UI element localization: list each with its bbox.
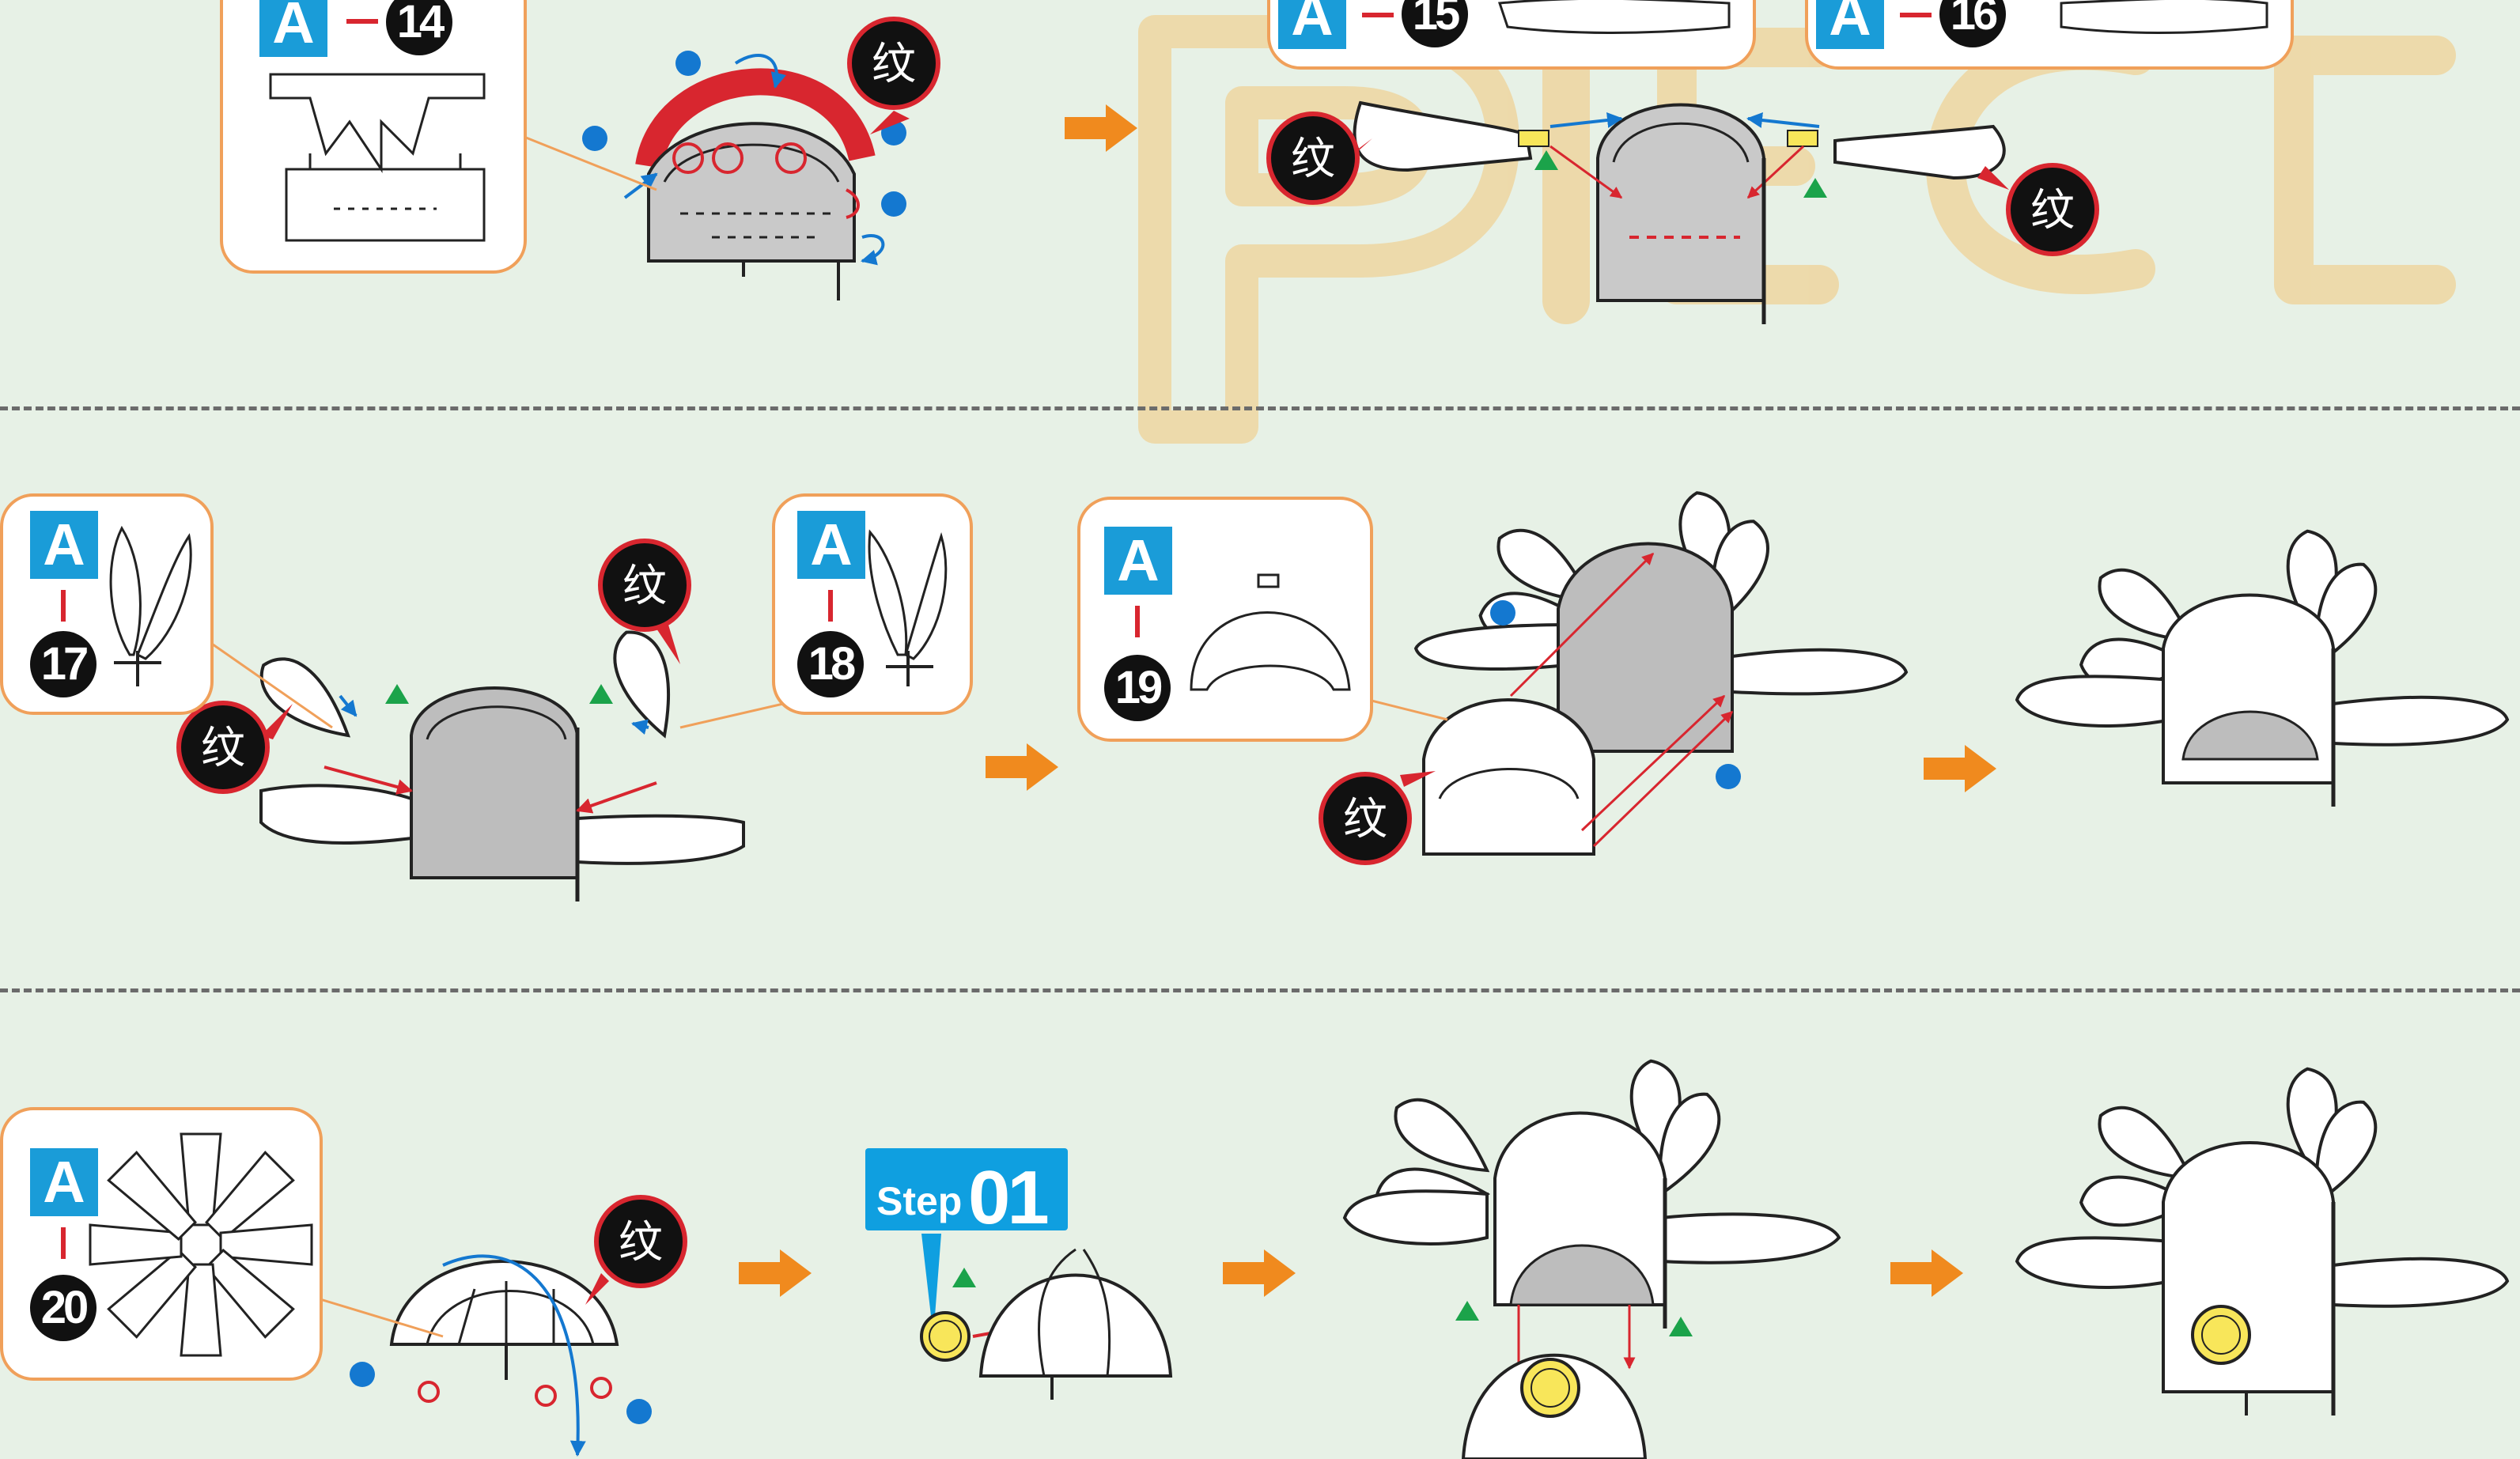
part-callout-a20: A 20 (0, 1107, 323, 1381)
part-outline-a17 (3, 497, 210, 712)
row-divider (0, 406, 2520, 410)
svg-text:纹: 纹 (1343, 794, 1387, 845)
row3-eye-step (921, 1234, 1171, 1400)
row1-assembly-dome (518, 51, 906, 300)
score-marker: 纹 (849, 19, 938, 134)
part-outline-a14 (223, 0, 524, 270)
part-outline-a18 (775, 497, 970, 712)
score-marker: 纹 (585, 1197, 685, 1305)
part-outline-a16 (1808, 0, 2291, 66)
part-callout-a15: A 15 (1267, 0, 1756, 70)
part-callout-a16: A 16 (1805, 0, 2294, 70)
svg-text:纹: 纹 (872, 39, 916, 90)
row2-result-body (2017, 527, 2507, 807)
row2-assembly-blades (207, 630, 783, 901)
part-callout-a14: A 14 (220, 0, 527, 274)
row2-assembly-front (1353, 489, 1906, 854)
part-outline-a19 (1080, 500, 1370, 739)
part-callout-a19: A 19 (1077, 497, 1373, 742)
svg-text:纹: 纹 (1291, 134, 1335, 185)
score-marker: 纹 (179, 703, 293, 792)
watermark-logo (1155, 32, 2436, 427)
svg-text:纹: 纹 (622, 561, 667, 612)
part-outline-a20 (3, 1110, 320, 1378)
score-marker: 纹 (1321, 771, 1436, 863)
step-number: 01 (968, 1155, 1046, 1242)
next-arrow (1223, 1249, 1296, 1297)
next-arrow (986, 743, 1058, 791)
row1-assembly-wings (1355, 103, 2004, 324)
next-arrow (1890, 1249, 1963, 1297)
step-label: Step (876, 1178, 962, 1224)
part-callout-a18: A 18 (772, 493, 973, 715)
part-outline-a15 (1270, 0, 1753, 66)
svg-text:纹: 纹 (619, 1217, 663, 1268)
svg-text:纹: 纹 (2030, 185, 2075, 236)
row-divider (0, 988, 2520, 992)
next-arrow (1924, 745, 1996, 792)
row3-assembly-final (1345, 1056, 1839, 1459)
next-arrow (1065, 104, 1137, 152)
row3-result-body (2017, 1064, 2507, 1416)
next-arrow (739, 1249, 812, 1297)
svg-text:纹: 纹 (201, 723, 245, 774)
step-badge: Step 01 (865, 1148, 1068, 1230)
part-callout-a17: A 17 (0, 493, 214, 715)
